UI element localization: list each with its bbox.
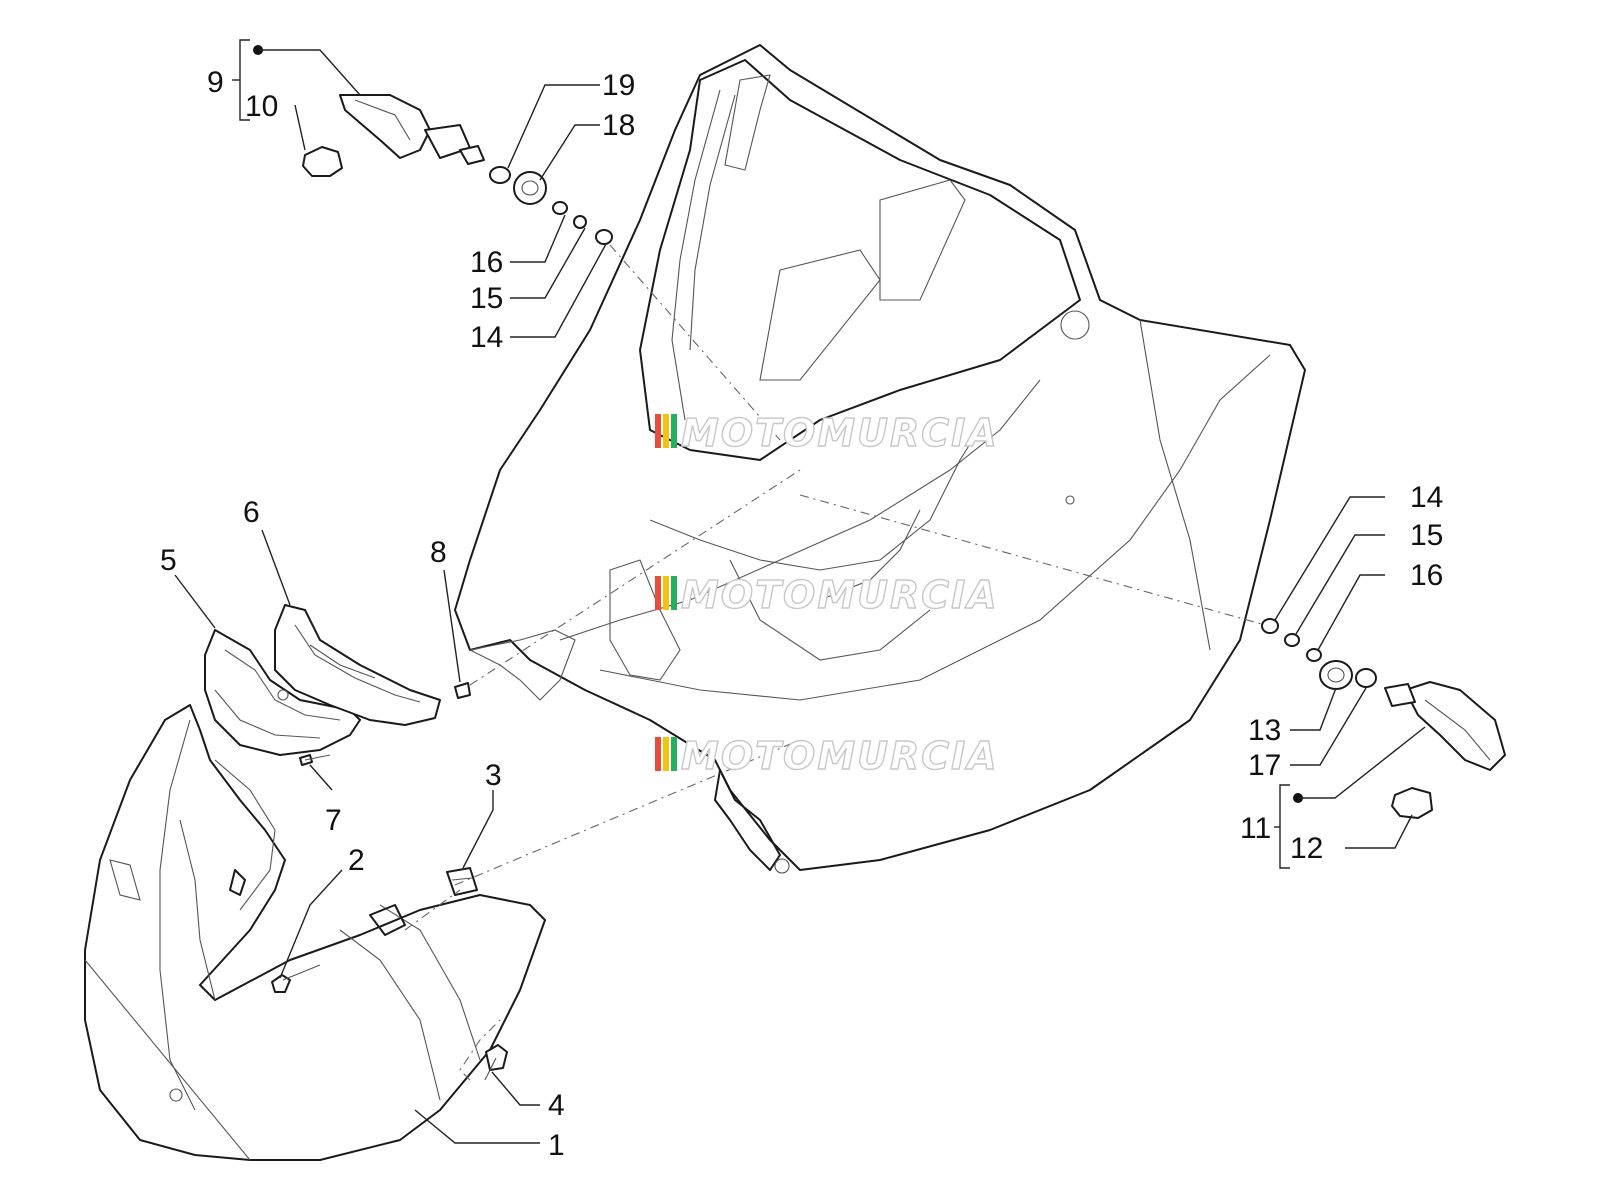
callout-16-right: 16 (1410, 559, 1443, 592)
clip-part-8 (454, 682, 471, 699)
callout-17: 17 (1248, 749, 1281, 782)
callout-14-right: 14 (1410, 481, 1443, 514)
callout-8: 8 (430, 536, 447, 569)
callout-6: 6 (243, 496, 260, 529)
watermark-text: MOTOMURCIA (681, 411, 999, 455)
right-turn-signal-part (1384, 681, 1506, 771)
callout-12: 12 (1290, 832, 1323, 865)
callout-2: 2 (348, 844, 365, 877)
callout-19: 19 (602, 69, 635, 102)
drl-lens-part (204, 629, 361, 756)
left-turn-signal-part (339, 94, 485, 165)
callout-18: 18 (602, 109, 635, 142)
callout-13: 13 (1248, 714, 1281, 747)
bulb-part-10 (302, 146, 343, 177)
drl-reflector-part (274, 604, 441, 726)
rear-shield-part (454, 44, 1306, 874)
screw-part-4 (484, 1044, 508, 1081)
watermark: MOTOMURCIA MOTOMURCIA MOTOMURCIA (655, 410, 999, 779)
callout-4: 4 (548, 1089, 565, 1122)
callout-14-left: 14 (470, 321, 503, 354)
callout-1: 1 (548, 1129, 565, 1162)
leader-lines (174, 39, 1426, 1144)
watermark-text: MOTOMURCIA (681, 734, 999, 778)
callout-3: 3 (485, 759, 502, 792)
assembly-axes (404, 244, 1266, 1081)
watermark-instance-2: MOTOMURCIA (655, 572, 999, 618)
callout-15-left: 15 (470, 282, 503, 315)
callout-15-right: 15 (1410, 519, 1443, 552)
front-headlight-housing-part (84, 704, 546, 1161)
screw-part-7 (299, 754, 331, 766)
callout-5: 5 (160, 544, 177, 577)
watermark-instance-1: MOTOMURCIA (655, 410, 999, 456)
right-grommet-stack (1261, 618, 1377, 690)
callout-10: 10 (245, 90, 278, 123)
callout-labels: 9 10 19 18 16 15 14 14 15 16 13 17 11 12… (160, 66, 1443, 1162)
bulb-part-12 (1391, 787, 1433, 819)
watermark-instance-3: MOTOMURCIA (655, 733, 999, 779)
callout-9: 9 (207, 66, 224, 99)
callout-7: 7 (325, 804, 342, 837)
callout-11: 11 (1240, 812, 1271, 845)
watermark-text: MOTOMURCIA (681, 573, 999, 617)
left-grommet-stack (489, 166, 613, 245)
callout-16-left: 16 (470, 246, 503, 279)
